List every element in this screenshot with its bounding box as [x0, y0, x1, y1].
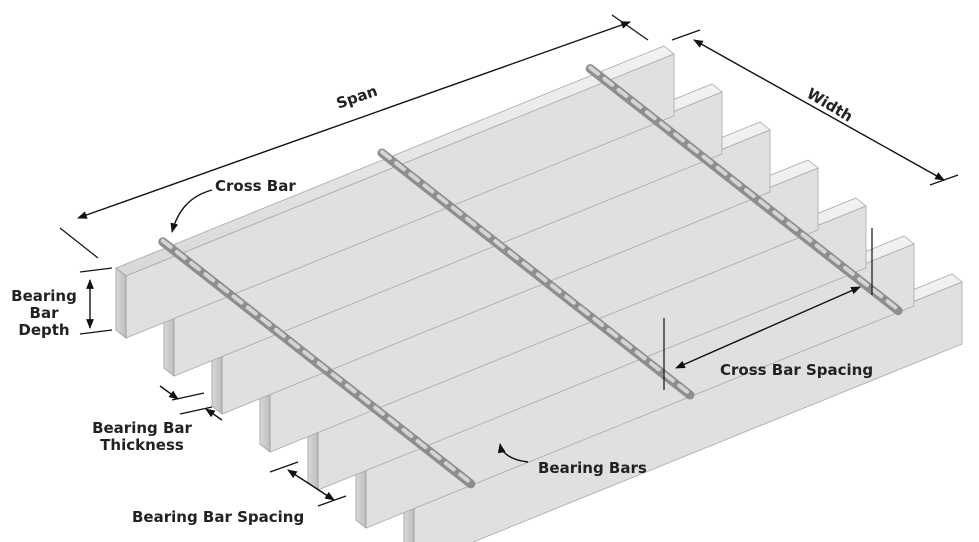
- cross-bar: [585, 64, 903, 316]
- bearing-bar-thickness-line-1: Bearing Bar: [92, 419, 192, 437]
- bearing-bar-depth-line-3: Depth: [18, 321, 70, 339]
- cross-bar-twist: [588, 65, 901, 312]
- width-dimension: [671, 29, 959, 186]
- cross-bar-leader: [170, 189, 213, 233]
- bearing-bar-depth-line-1: Bearing: [11, 287, 77, 305]
- bearing-bars-label: Bearing Bars: [538, 459, 647, 477]
- span-dimension: [59, 14, 649, 259]
- cross-bar-label: Cross Bar: [215, 177, 296, 195]
- bearing-bar-spacing-dimension: [269, 461, 347, 507]
- bearing-bar-end-face: [115, 267, 127, 339]
- bearing-bar-depth-dimension: [79, 267, 113, 335]
- bearing-bar-thickness-dimension: [159, 385, 223, 421]
- cross-bar: [158, 237, 476, 489]
- bearing-bar-spacing-label: Bearing Bar Spacing: [132, 508, 305, 526]
- cross-bar-spacing-label: Cross Bar Spacing: [720, 361, 874, 379]
- cross-bar-twist: [160, 238, 473, 485]
- bearing-bar-depth-line-2: Bar: [29, 304, 59, 322]
- bearing-bars-leader: [497, 443, 529, 463]
- cross-bar-spacing-dimension: [663, 228, 873, 390]
- bearing-bar-depth-label: Bearing Bar Depth: [6, 288, 82, 339]
- bearing-bar-thickness-label: Bearing Bar Thickness: [82, 420, 202, 454]
- bearing-bar-thickness-line-2: Thickness: [100, 436, 184, 454]
